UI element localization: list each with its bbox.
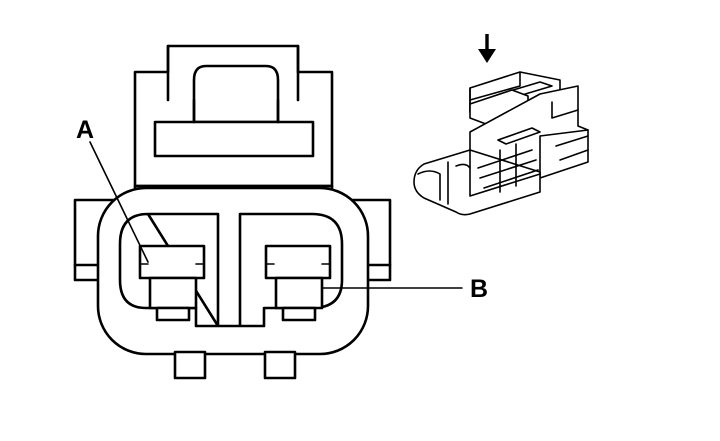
terminal-a [138,244,206,322]
latch-block [153,120,315,158]
iso-front-body [413,149,541,216]
down-arrow-icon [478,34,496,63]
connector-isometric-view [413,34,589,216]
terminal-b [264,244,332,322]
bottom-key-left [173,350,207,380]
connector-front-view [73,44,392,380]
pin-label-b: B [470,275,488,303]
pin-label-a: A [76,116,94,144]
latch-window [192,64,280,124]
leader-line-a [89,141,149,263]
bottom-key-right [263,350,297,380]
